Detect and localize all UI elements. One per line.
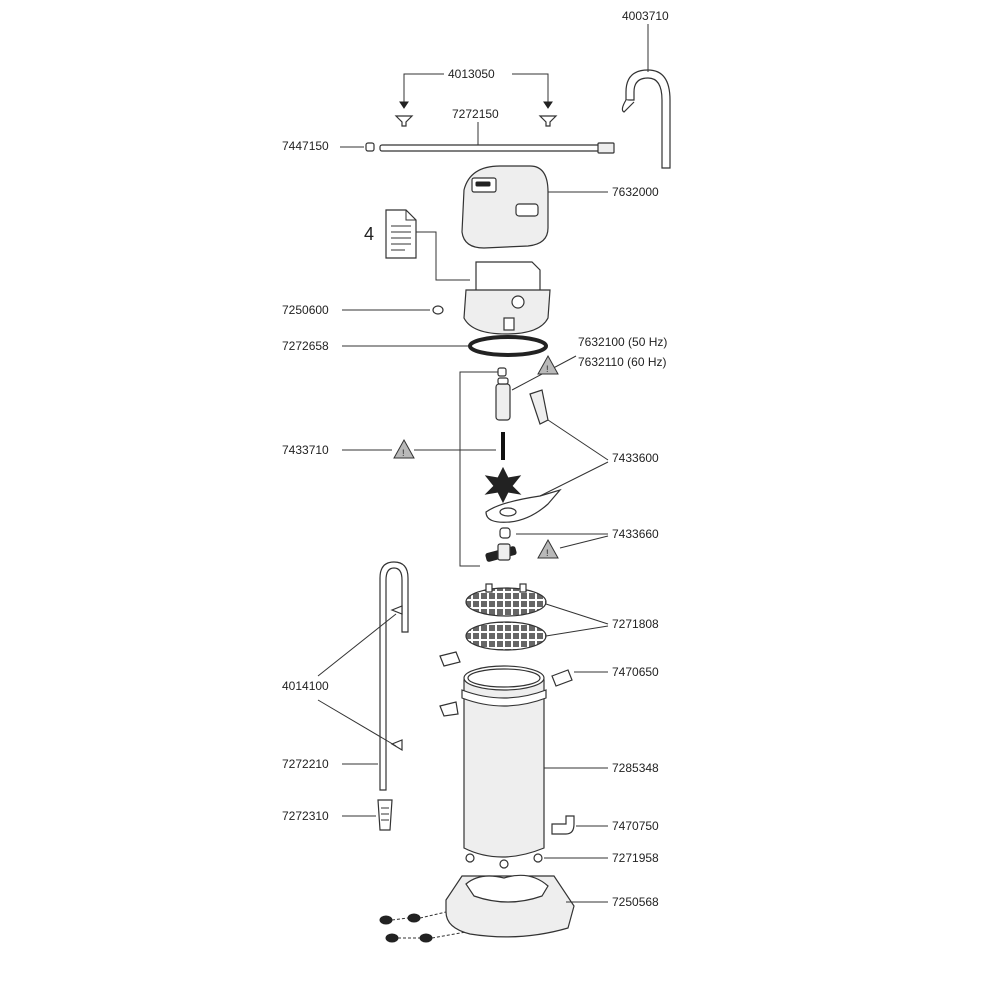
warning-icon-7433710: ! (393, 438, 415, 459)
bearing-bushing-7433660 (499, 527, 511, 539)
feet-7271958 (465, 853, 543, 869)
clip-7470650-right (551, 669, 573, 687)
impeller-rotor (484, 466, 522, 504)
suction-cup-left (394, 115, 414, 127)
warning-icon-7433660: ! (537, 538, 559, 559)
label-7272210: 7272210 (282, 757, 329, 771)
doc-badge-number: 4 (364, 224, 374, 244)
label-7272310: 7272310 (282, 809, 329, 823)
motor-unit (463, 261, 551, 335)
label-7433710: 7433710 (282, 443, 329, 457)
bearing-bracket-7433600 (529, 389, 549, 425)
label-7470650: 7470650 (612, 665, 659, 679)
svg-text:!: ! (546, 548, 549, 558)
leader-7433600-a (547, 419, 609, 461)
leader-4014100-b (317, 699, 397, 747)
impeller-cover-plate (485, 488, 562, 523)
spray-bar-7272150 (379, 142, 615, 154)
document-icon (385, 209, 417, 259)
clip-7470650-left-top (439, 651, 461, 667)
intake-pipe-4014100 (379, 561, 409, 791)
arrow-4013050-right (543, 101, 553, 109)
label-4014100: 4014100 (282, 679, 329, 693)
sealing-ring-7272658 (468, 335, 548, 357)
label-7271958: 7271958 (612, 851, 659, 865)
label-7272150: 7272150 (452, 107, 499, 121)
label-7632000: 7632000 (612, 185, 659, 199)
impeller-base-7433660 (485, 543, 517, 562)
pump-head-cover-7632000 (461, 165, 549, 249)
base-stand-7250568 (445, 874, 575, 938)
leader-4013050-left (403, 73, 444, 104)
svg-text:!: ! (402, 448, 405, 458)
end-cap-7447150 (365, 142, 375, 152)
filter-grid-lower (465, 621, 547, 651)
label-7271808: 7271808 (612, 617, 659, 631)
label-4013050: 4013050 (448, 67, 495, 81)
label-7632110: 7632110 (60 Hz) (578, 355, 667, 369)
leader-4013050-right (512, 73, 549, 104)
label-7250600: 7250600 (282, 303, 329, 317)
clip-7470650-left-mid (439, 701, 459, 717)
intake-strainer-7272310 (377, 799, 393, 831)
rubber-pads (379, 911, 467, 943)
label-7470750: 7470750 (612, 819, 659, 833)
o-ring-7250600 (432, 305, 444, 315)
filter-canister-7285348 (461, 665, 547, 858)
svg-text:!: ! (546, 364, 549, 374)
leader-7271808-a (545, 603, 609, 625)
label-4003710: 4003710 (622, 9, 669, 23)
elbow-connector-7470750 (551, 815, 575, 835)
label-7632100: 7632100 (50 Hz) (578, 335, 667, 349)
arrow-4013050-left (399, 101, 409, 109)
warning-icon-7632100: ! (537, 354, 559, 375)
leader-4014100-a (317, 613, 397, 677)
filter-grid-upper (465, 583, 547, 617)
label-7433660: 7433660 (612, 527, 659, 541)
label-7272658: 7272658 (282, 339, 329, 353)
label-7285348: 7285348 (612, 761, 659, 775)
label-7447150: 7447150 (282, 139, 329, 153)
leader-7433660-b (559, 535, 609, 549)
impeller-shaft-assembly (495, 367, 511, 421)
outlet-pipe-4003710 (621, 69, 671, 169)
leader-7271808-b (545, 625, 609, 637)
suction-cup-right (538, 115, 558, 127)
leader-doc-badge (416, 231, 470, 281)
label-7433600: 7433600 (612, 451, 659, 465)
leader-7433600-b (539, 461, 609, 497)
impeller-group-bracket (459, 371, 500, 567)
label-7250568: 7250568 (612, 895, 659, 909)
